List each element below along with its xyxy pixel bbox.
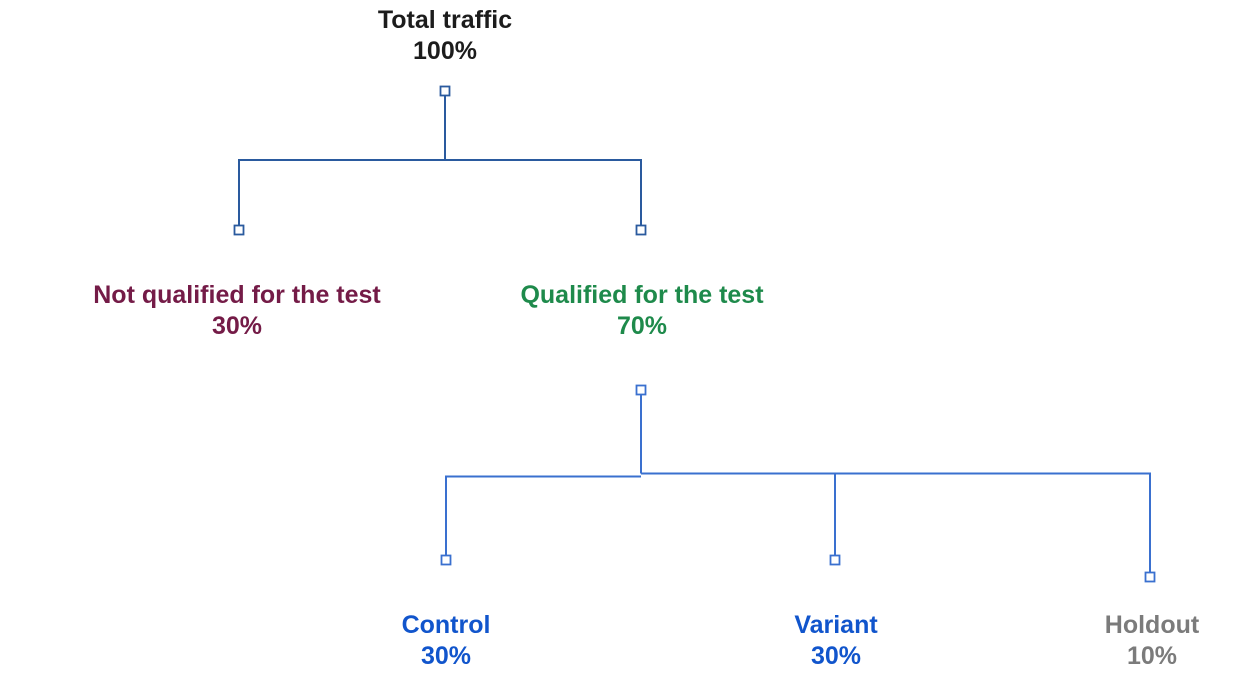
handle-not-qualified [233,224,245,236]
edge-qualified-to-control [445,475,641,555]
node-control: Control 30% [402,610,491,672]
node-holdout: Holdout 10% [1105,610,1199,672]
handle-total [439,85,451,97]
node-variant: Variant 30% [794,610,877,672]
node-qualified: Qualified for the test 70% [520,280,763,342]
node-control-label: Control [401,611,491,639]
node-qualified-label: Qualified for the test [520,281,764,309]
edge-qualified-to-holdout [641,472,1151,572]
node-variant-label: Variant [794,611,878,639]
node-not-qualified-value: 30% [211,312,263,340]
node-total-traffic: Total traffic 100% [378,5,512,67]
node-variant-value: 30% [810,642,862,670]
handle-control [440,554,452,566]
node-qualified-value: 70% [616,312,668,340]
node-holdout-value: 10% [1126,642,1178,670]
handle-qualified-bottom [635,384,647,396]
handle-qualified-top [635,224,647,236]
node-total-label: Total traffic [377,6,513,34]
node-holdout-label: Holdout [1104,611,1200,639]
node-total-value: 100% [413,37,477,65]
handle-holdout [1144,571,1156,583]
edge-total-to-children [238,159,642,225]
handle-variant [829,554,841,566]
node-not-qualified: Not qualified for the test 30% [93,280,381,342]
node-control-value: 30% [420,642,472,670]
node-not-qualified-label: Not qualified for the test [93,281,381,309]
